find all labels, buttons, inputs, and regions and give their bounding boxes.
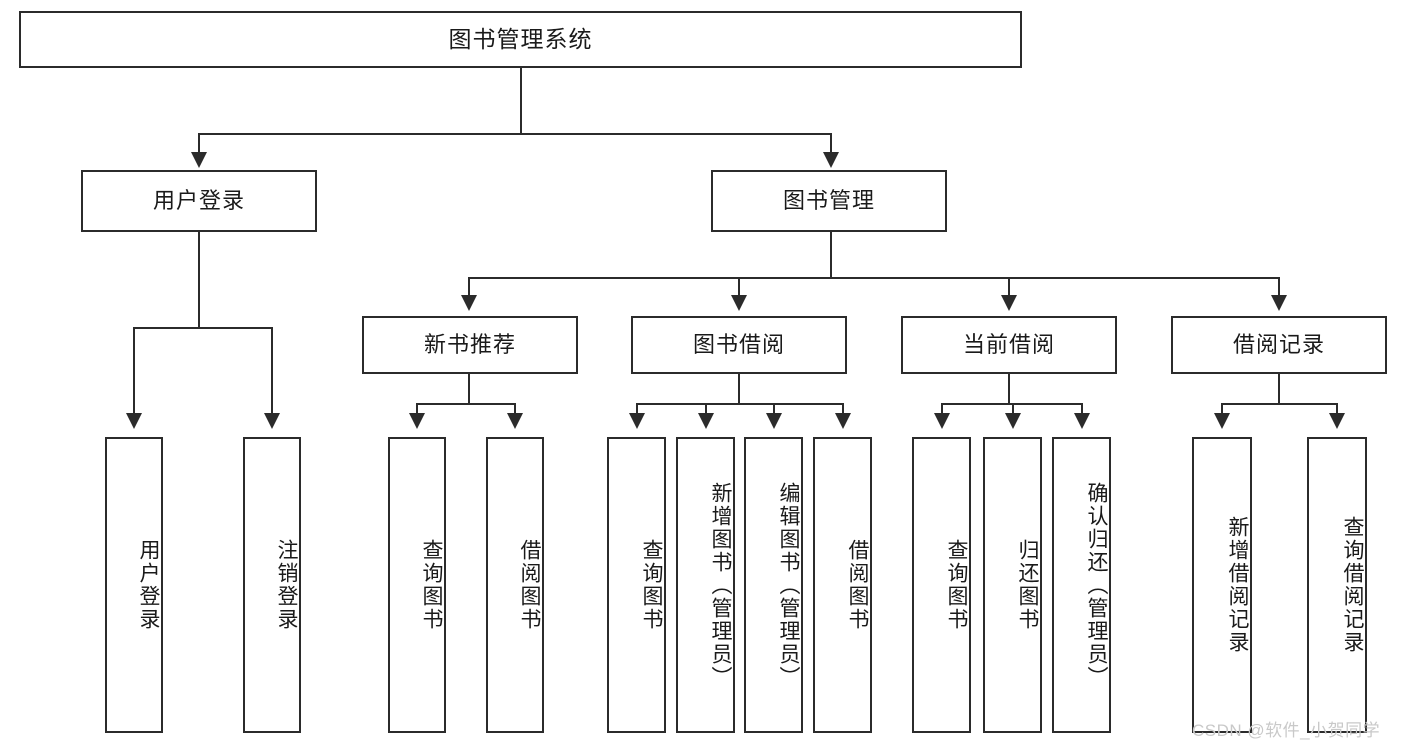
arrow-records-to-leaf-2 [1329,413,1345,429]
leaf-label: 用户登录 [137,539,160,631]
leaf-label: 查询图书 [640,539,663,631]
leaf-borrow-books-borrow[interactable]: 借阅图书 [813,437,872,733]
leaf-label: 查询图书 [420,539,443,631]
leaf-query-books-current[interactable]: 查询图书 [912,437,971,733]
leaf-label: 归还图书 [1016,539,1039,631]
arrow-login-to-leaf-2 [264,413,280,429]
connector-root-to-login [198,133,200,154]
leaf-borrow-books-newbooks[interactable]: 借阅图书 [486,437,544,733]
arrow-root-to-login [191,152,207,168]
connector-root-bus [198,133,832,135]
connector-login-stem [198,232,200,328]
connector-borrow-to-leaf-3 [773,403,775,415]
arrow-bookmgmt-to-current [1001,295,1017,311]
arrow-borrow-to-leaf-3 [766,413,782,429]
leaf-confirm-return-admin[interactable]: 确认归还（管理员） [1052,437,1111,733]
csdn-watermark: CSDN @软件_小贺同学 [1192,721,1381,740]
leaf-label: 借阅图书 [846,539,869,631]
leaf-query-books-borrow[interactable]: 查询图书 [607,437,666,733]
connector-login-bus [133,327,272,329]
connector-bookmgmt-to-records [1278,277,1280,297]
connector-records-to-leaf-2 [1336,403,1338,415]
leaf-query-books-newbooks[interactable]: 查询图书 [388,437,446,733]
arrow-current-to-leaf-1 [934,413,950,429]
connector-newbooks-bus [416,403,515,405]
connector-borrow-to-leaf-2 [705,403,707,415]
node-new-book-recommendation[interactable]: 新书推荐 [362,316,578,374]
connector-bookmgmt-to-newbooks [468,277,470,297]
arrow-current-to-leaf-2 [1005,413,1021,429]
connector-newbooks-to-leaf-1 [416,403,418,415]
arrow-borrow-to-leaf-4 [835,413,851,429]
connector-current-bus [941,403,1082,405]
connector-newbooks-stem [468,374,470,404]
connector-records-stem [1278,374,1280,404]
connector-root-to-bookmgmt [830,133,832,154]
connector-borrow-bus [636,403,843,405]
leaf-user-login[interactable]: 用户登录 [105,437,163,733]
connector-bookmgmt-to-current [1008,277,1010,297]
leaf-return-books[interactable]: 归还图书 [983,437,1042,733]
arrow-borrow-to-leaf-2 [698,413,714,429]
connector-records-bus [1221,403,1337,405]
arrow-bookmgmt-to-records [1271,295,1287,311]
connector-login-to-leaf-2 [271,327,273,415]
connector-borrow-to-leaf-4 [842,403,844,415]
node-current-borrowing[interactable]: 当前借阅 [901,316,1117,374]
connector-login-to-leaf-1 [133,327,135,415]
connector-bookmgmt-to-borrow [738,277,740,297]
arrow-bookmgmt-to-newbooks [461,295,477,311]
arrow-root-to-bookmgmt [823,152,839,168]
connector-newbooks-to-leaf-2 [514,403,516,415]
leaf-add-borrow-record[interactable]: 新增借阅记录 [1192,437,1252,733]
leaf-label: 查询借阅记录 [1341,516,1364,654]
leaf-label: 编辑图书（管理员） [777,481,800,689]
node-book-borrowing[interactable]: 图书借阅 [631,316,847,374]
leaf-label: 确认归还（管理员） [1085,481,1108,689]
arrow-login-to-leaf-1 [126,413,142,429]
connector-borrow-stem [738,374,740,404]
leaf-label: 新增借阅记录 [1226,516,1249,654]
arrow-bookmgmt-to-borrow [731,295,747,311]
connector-root-stem [520,68,522,134]
connector-records-to-leaf-1 [1221,403,1223,415]
leaf-logout[interactable]: 注销登录 [243,437,301,733]
leaf-label: 查询图书 [945,539,968,631]
node-book-management[interactable]: 图书管理 [711,170,947,232]
connector-bookmgmt-stem [830,232,832,278]
leaf-label: 新增图书（管理员） [709,481,732,689]
leaf-label: 注销登录 [275,539,298,631]
connector-borrow-to-leaf-1 [636,403,638,415]
leaf-add-book-admin[interactable]: 新增图书（管理员） [676,437,735,733]
leaf-label: 借阅图书 [518,539,541,631]
leaf-edit-book-admin[interactable]: 编辑图书（管理员） [744,437,803,733]
node-user-login[interactable]: 用户登录 [81,170,317,232]
connector-current-stem [1008,374,1010,404]
connector-bookmgmt-bus [468,277,1279,279]
arrow-records-to-leaf-1 [1214,413,1230,429]
leaf-query-borrow-record[interactable]: 查询借阅记录 [1307,437,1367,733]
connector-current-to-leaf-2 [1012,403,1014,415]
arrow-current-to-leaf-3 [1074,413,1090,429]
connector-current-to-leaf-1 [941,403,943,415]
node-borrowing-records[interactable]: 借阅记录 [1171,316,1387,374]
node-root-book-management-system[interactable]: 图书管理系统 [19,11,1022,68]
connector-current-to-leaf-3 [1081,403,1083,415]
arrow-newbooks-to-leaf-1 [409,413,425,429]
arrow-borrow-to-leaf-1 [629,413,645,429]
arrow-newbooks-to-leaf-2 [507,413,523,429]
